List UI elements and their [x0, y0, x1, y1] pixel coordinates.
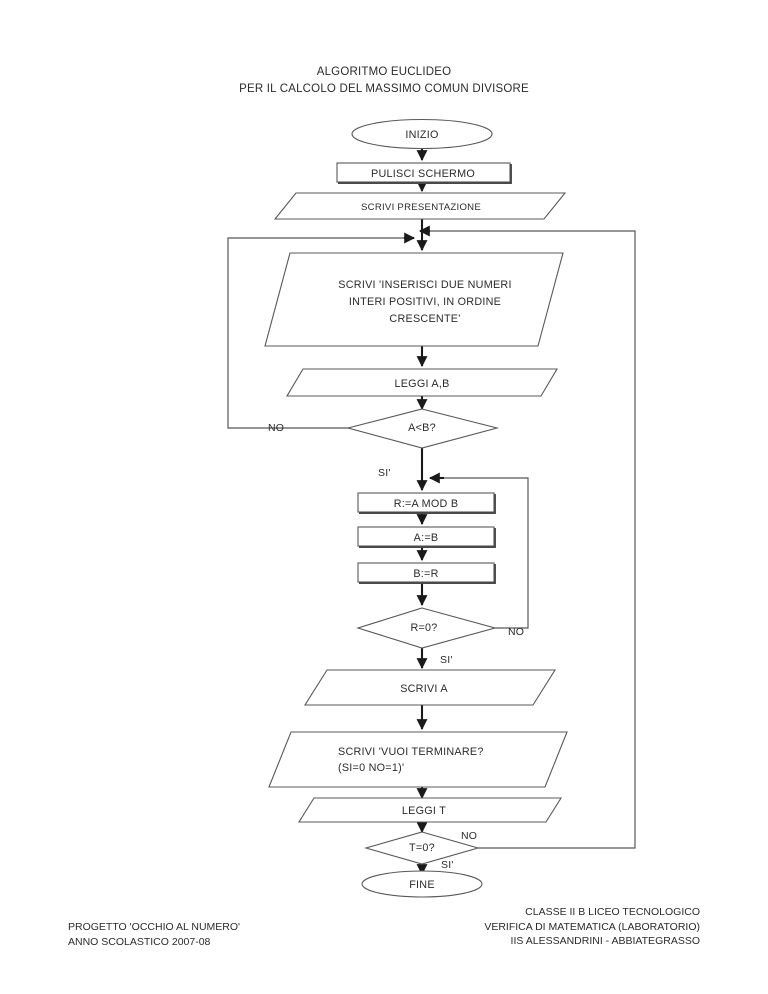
node-check-t-label: T=0? [409, 842, 435, 854]
node-clear-screen[interactable]: PULISCI SCHERMO [336, 162, 512, 184]
node-clear-screen-label: PULISCI SCHERMO [371, 168, 475, 180]
node-check-t[interactable]: T=0? [363, 831, 481, 865]
node-read-t-label: LEGGI T [402, 805, 446, 817]
edge-ab-no [227, 232, 416, 429]
footer-left-line-1: PROGETTO 'OCCHIO AL NUMERO' [68, 921, 241, 933]
page-title: ALGORITMO EUCLIDEO PER IL CALCOLO DEL MA… [0, 64, 768, 98]
footer-right: CLASSE II B LICEO TECNOLOGICO VERIFICA D… [484, 905, 700, 949]
node-read-ab[interactable]: LEGGI A,B [286, 368, 558, 397]
footer-right-line-2: VERIFICA DI MATEMATICA (LABORATORIO) [484, 920, 700, 933]
node-prompt-numbers-line2: INTERI POSITIVI, IN ORDINE [349, 296, 501, 308]
edge-label-ab-yes: SI' [378, 467, 391, 479]
node-a-assign[interactable]: A:=B [357, 526, 496, 548]
node-prompt-end-line1: SCRIVI 'VUOI TERMINARE? [338, 746, 484, 758]
node-end-label: FINE [409, 879, 435, 891]
node-write-intro[interactable]: SCRIVI PRESENTAZIONE [273, 192, 567, 220]
node-r-assign[interactable]: R:=A MOD B [357, 492, 496, 514]
node-prompt-end[interactable]: SCRIVI 'VUOI TERMINARE? (SI=0 NO=1)' [268, 731, 568, 788]
node-r-assign-label: R:=A MOD B [394, 498, 459, 510]
node-write-a-label: SCRIVI A [400, 683, 448, 695]
node-read-t[interactable]: LEGGI T [298, 797, 562, 823]
footer: PROGETTO 'OCCHIO AL NUMERO' ANNO SCOLAST… [0, 900, 768, 970]
node-end[interactable]: FINE [361, 870, 483, 898]
footer-left: PROGETTO 'OCCHIO AL NUMERO' ANNO SCOLAST… [68, 920, 240, 949]
node-start-label: INIZIO [405, 129, 438, 141]
node-prompt-numbers-line3: CRESCENTE' [389, 313, 460, 325]
footer-right-line-3: IIS ALESSANDRINI - ABBIATEGRASSO [510, 935, 700, 947]
node-write-intro-label: SCRIVI PRESENTAZIONE [361, 202, 481, 213]
node-start[interactable]: INIZIO [351, 118, 493, 150]
node-b-assign[interactable]: B:=R [357, 562, 496, 584]
edge-label-r-no: NO [508, 626, 524, 638]
edge-label-r-yes: SI' [440, 654, 453, 666]
node-prompt-numbers-line1: SCRIVI 'INSERISCI DUE NUMERI [338, 279, 511, 291]
node-check-ab[interactable]: A<B? [345, 408, 500, 449]
node-check-r-label: R=0? [410, 622, 437, 634]
node-check-ab-label: A<B? [408, 422, 436, 434]
node-write-a[interactable]: SCRIVI A [304, 669, 556, 706]
node-b-assign-label: B:=R [413, 568, 438, 580]
title-line-2: PER IL CALCOLO DEL MASSIMO COMUN DIVISOR… [239, 83, 529, 95]
node-prompt-end-line2: (SI=0 NO=1)' [338, 762, 404, 774]
node-a-assign-label: A:=B [414, 532, 439, 544]
edge-r-no [428, 472, 529, 629]
node-read-ab-label: LEGGI A,B [394, 378, 449, 390]
edge-label-t-no: NO [461, 830, 477, 842]
edge-label-t-yes: SI' [441, 859, 454, 871]
footer-left-line-2: ANNO SCOLASTICO 2007-08 [68, 935, 211, 948]
node-check-r[interactable]: R=0? [356, 607, 498, 649]
edge-label-ab-no: NO [268, 422, 284, 434]
node-prompt-numbers[interactable]: SCRIVI 'INSERISCI DUE NUMERI INTERI POSI… [264, 252, 564, 347]
footer-right-line-1: CLASSE II B LICEO TECNOLOGICO [525, 906, 700, 918]
title-line-1: ALGORITMO EUCLIDEO [316, 66, 452, 78]
